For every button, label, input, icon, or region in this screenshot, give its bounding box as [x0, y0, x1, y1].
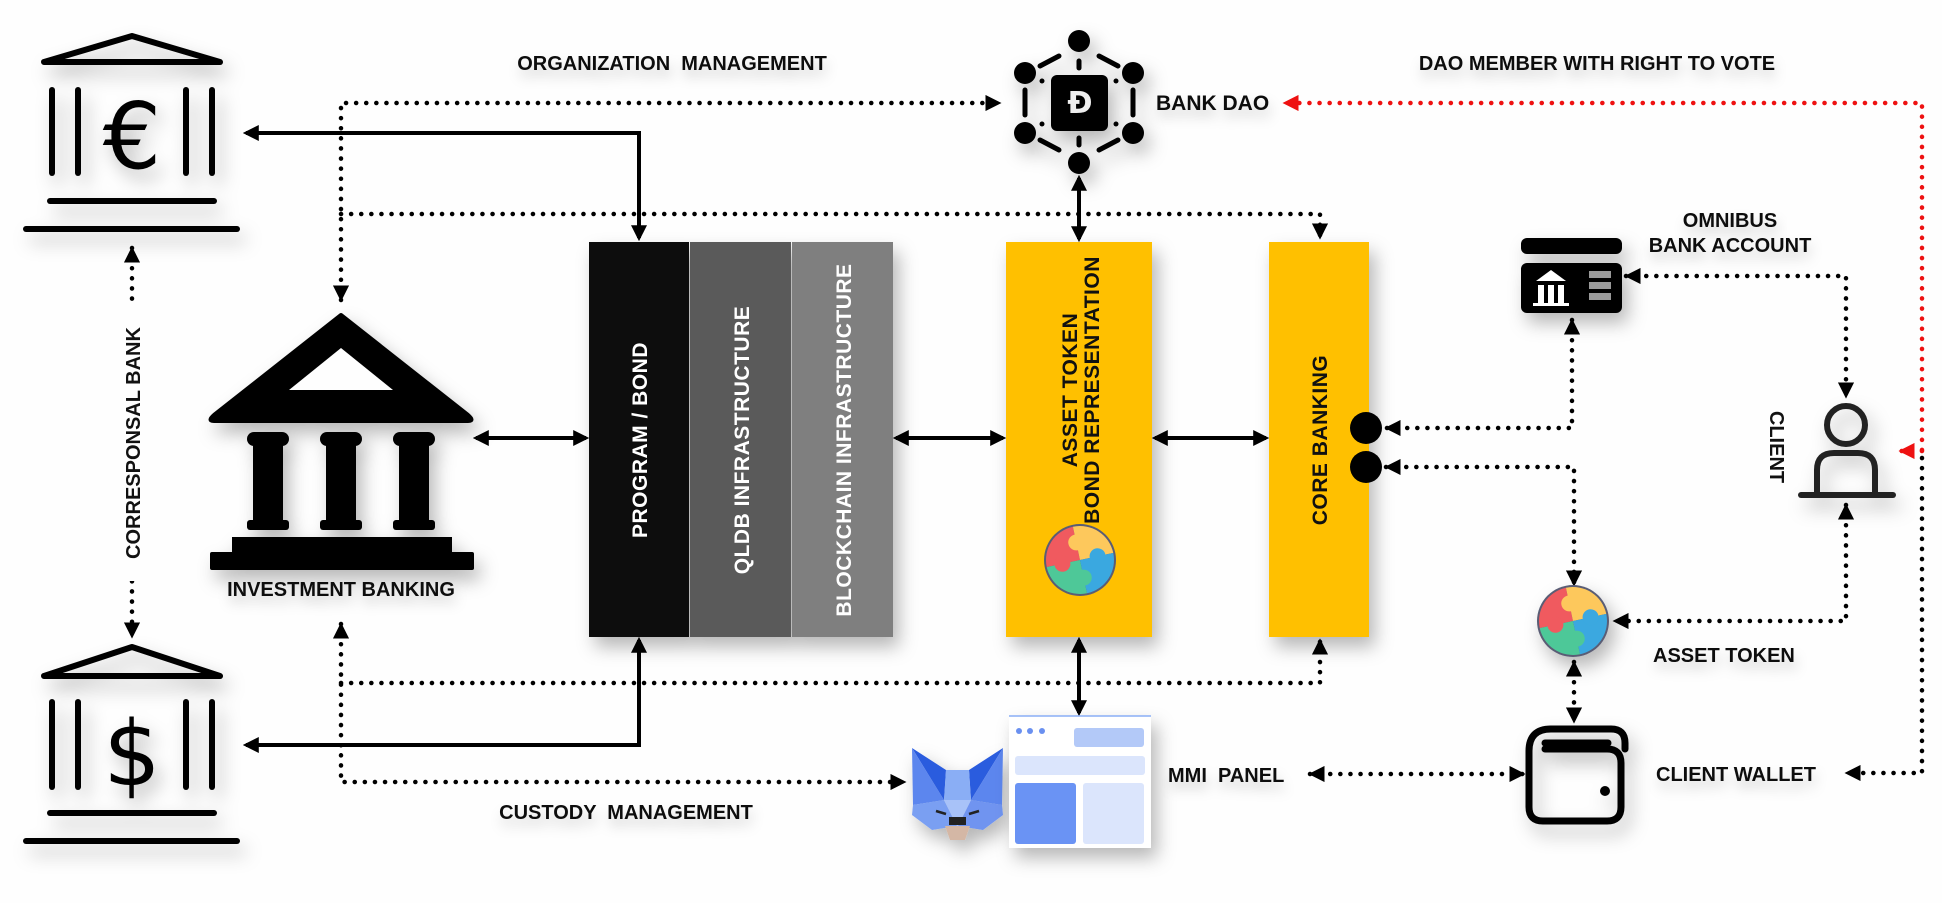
qldb-column[interactable]	[690, 242, 791, 637]
omnibus-label-line2: BANK ACCOUNT	[1649, 235, 1812, 257]
mmi-panel-label: MMI PANEL	[1168, 765, 1284, 787]
program-bond-label: PROGRAM / BOND	[629, 342, 652, 538]
investment-banking-label: INVESTMENT BANKING	[227, 579, 455, 601]
core-banking-column[interactable]	[1269, 242, 1369, 637]
dollar-bank-link	[242, 636, 647, 753]
platform-stack	[589, 242, 893, 637]
dollar-symbol: $	[103, 702, 160, 807]
custody-to-core-link	[338, 637, 1329, 686]
omnibus-to-client-link	[1623, 267, 1855, 400]
svg-text:Đ: Đ	[1067, 86, 1092, 121]
correspondent-bank-label-group: CORRESPONSAL BANK	[118, 305, 146, 581]
euro-bank-icon[interactable]: €	[23, 33, 240, 232]
core-to-token-link	[1383, 458, 1583, 588]
bank-building-icon[interactable]	[208, 313, 474, 570]
custody-management-label: CUSTODY MANAGEMENT	[499, 802, 753, 824]
client-wallet-link	[1843, 455, 1925, 782]
core-banking-label: CORE BANKING	[1309, 355, 1332, 526]
puzzle-token-icon	[1039, 519, 1121, 601]
organization-management-label: ORGANIZATION MANAGEMENT	[517, 53, 827, 75]
core-port-omnibus[interactable]	[1350, 412, 1382, 444]
client-label: CLIENT	[1765, 411, 1787, 483]
core-port-token[interactable]	[1350, 451, 1382, 483]
blockchain-label: BLOCKCHAIN INFRASTRUCTURE	[833, 263, 856, 616]
euro-bank-link	[242, 125, 647, 242]
blockchain-column[interactable]	[792, 242, 893, 637]
wallet-icon[interactable]	[1525, 725, 1629, 825]
connectors	[123, 94, 1925, 791]
user-icon[interactable]	[1798, 403, 1896, 498]
omnibus-label-line1: OMNIBUS	[1683, 210, 1777, 232]
client-to-token-link	[1611, 502, 1855, 630]
asset-token-label: ASSET TOKEN	[1653, 645, 1795, 667]
asset-token-icon[interactable]	[1526, 574, 1621, 669]
asset-token-label-line2: BOND REPRESENTATION	[1081, 256, 1104, 524]
euro-symbol: €	[103, 83, 162, 190]
org-management-link	[332, 94, 1003, 303]
browser-panel-icon[interactable]	[1009, 715, 1151, 848]
client-wallet-label: CLIENT WALLET	[1656, 764, 1816, 786]
correspondent-bank-label: CORRESPONSAL BANK	[123, 327, 145, 559]
core-to-omnibus-link	[1383, 317, 1581, 437]
custody-management-link	[332, 621, 908, 791]
bank-card-icon[interactable]	[1521, 238, 1622, 313]
org-to-core-link	[338, 211, 1329, 241]
dao-network-icon[interactable]: Đ	[1014, 30, 1144, 174]
qldb-label: QLDB INFRASTRUCTURE	[731, 306, 754, 574]
asset-token-label-line1: ASSET TOKEN	[1059, 313, 1082, 467]
dollar-bank-icon[interactable]: $	[23, 644, 240, 844]
bank-dao-label: BANK DAO	[1156, 92, 1269, 115]
program-bond-column[interactable]	[589, 242, 689, 637]
fox-icon[interactable]	[912, 748, 1003, 840]
dao-member-label: DAO MEMBER WITH RIGHT TO VOTE	[1419, 53, 1775, 75]
